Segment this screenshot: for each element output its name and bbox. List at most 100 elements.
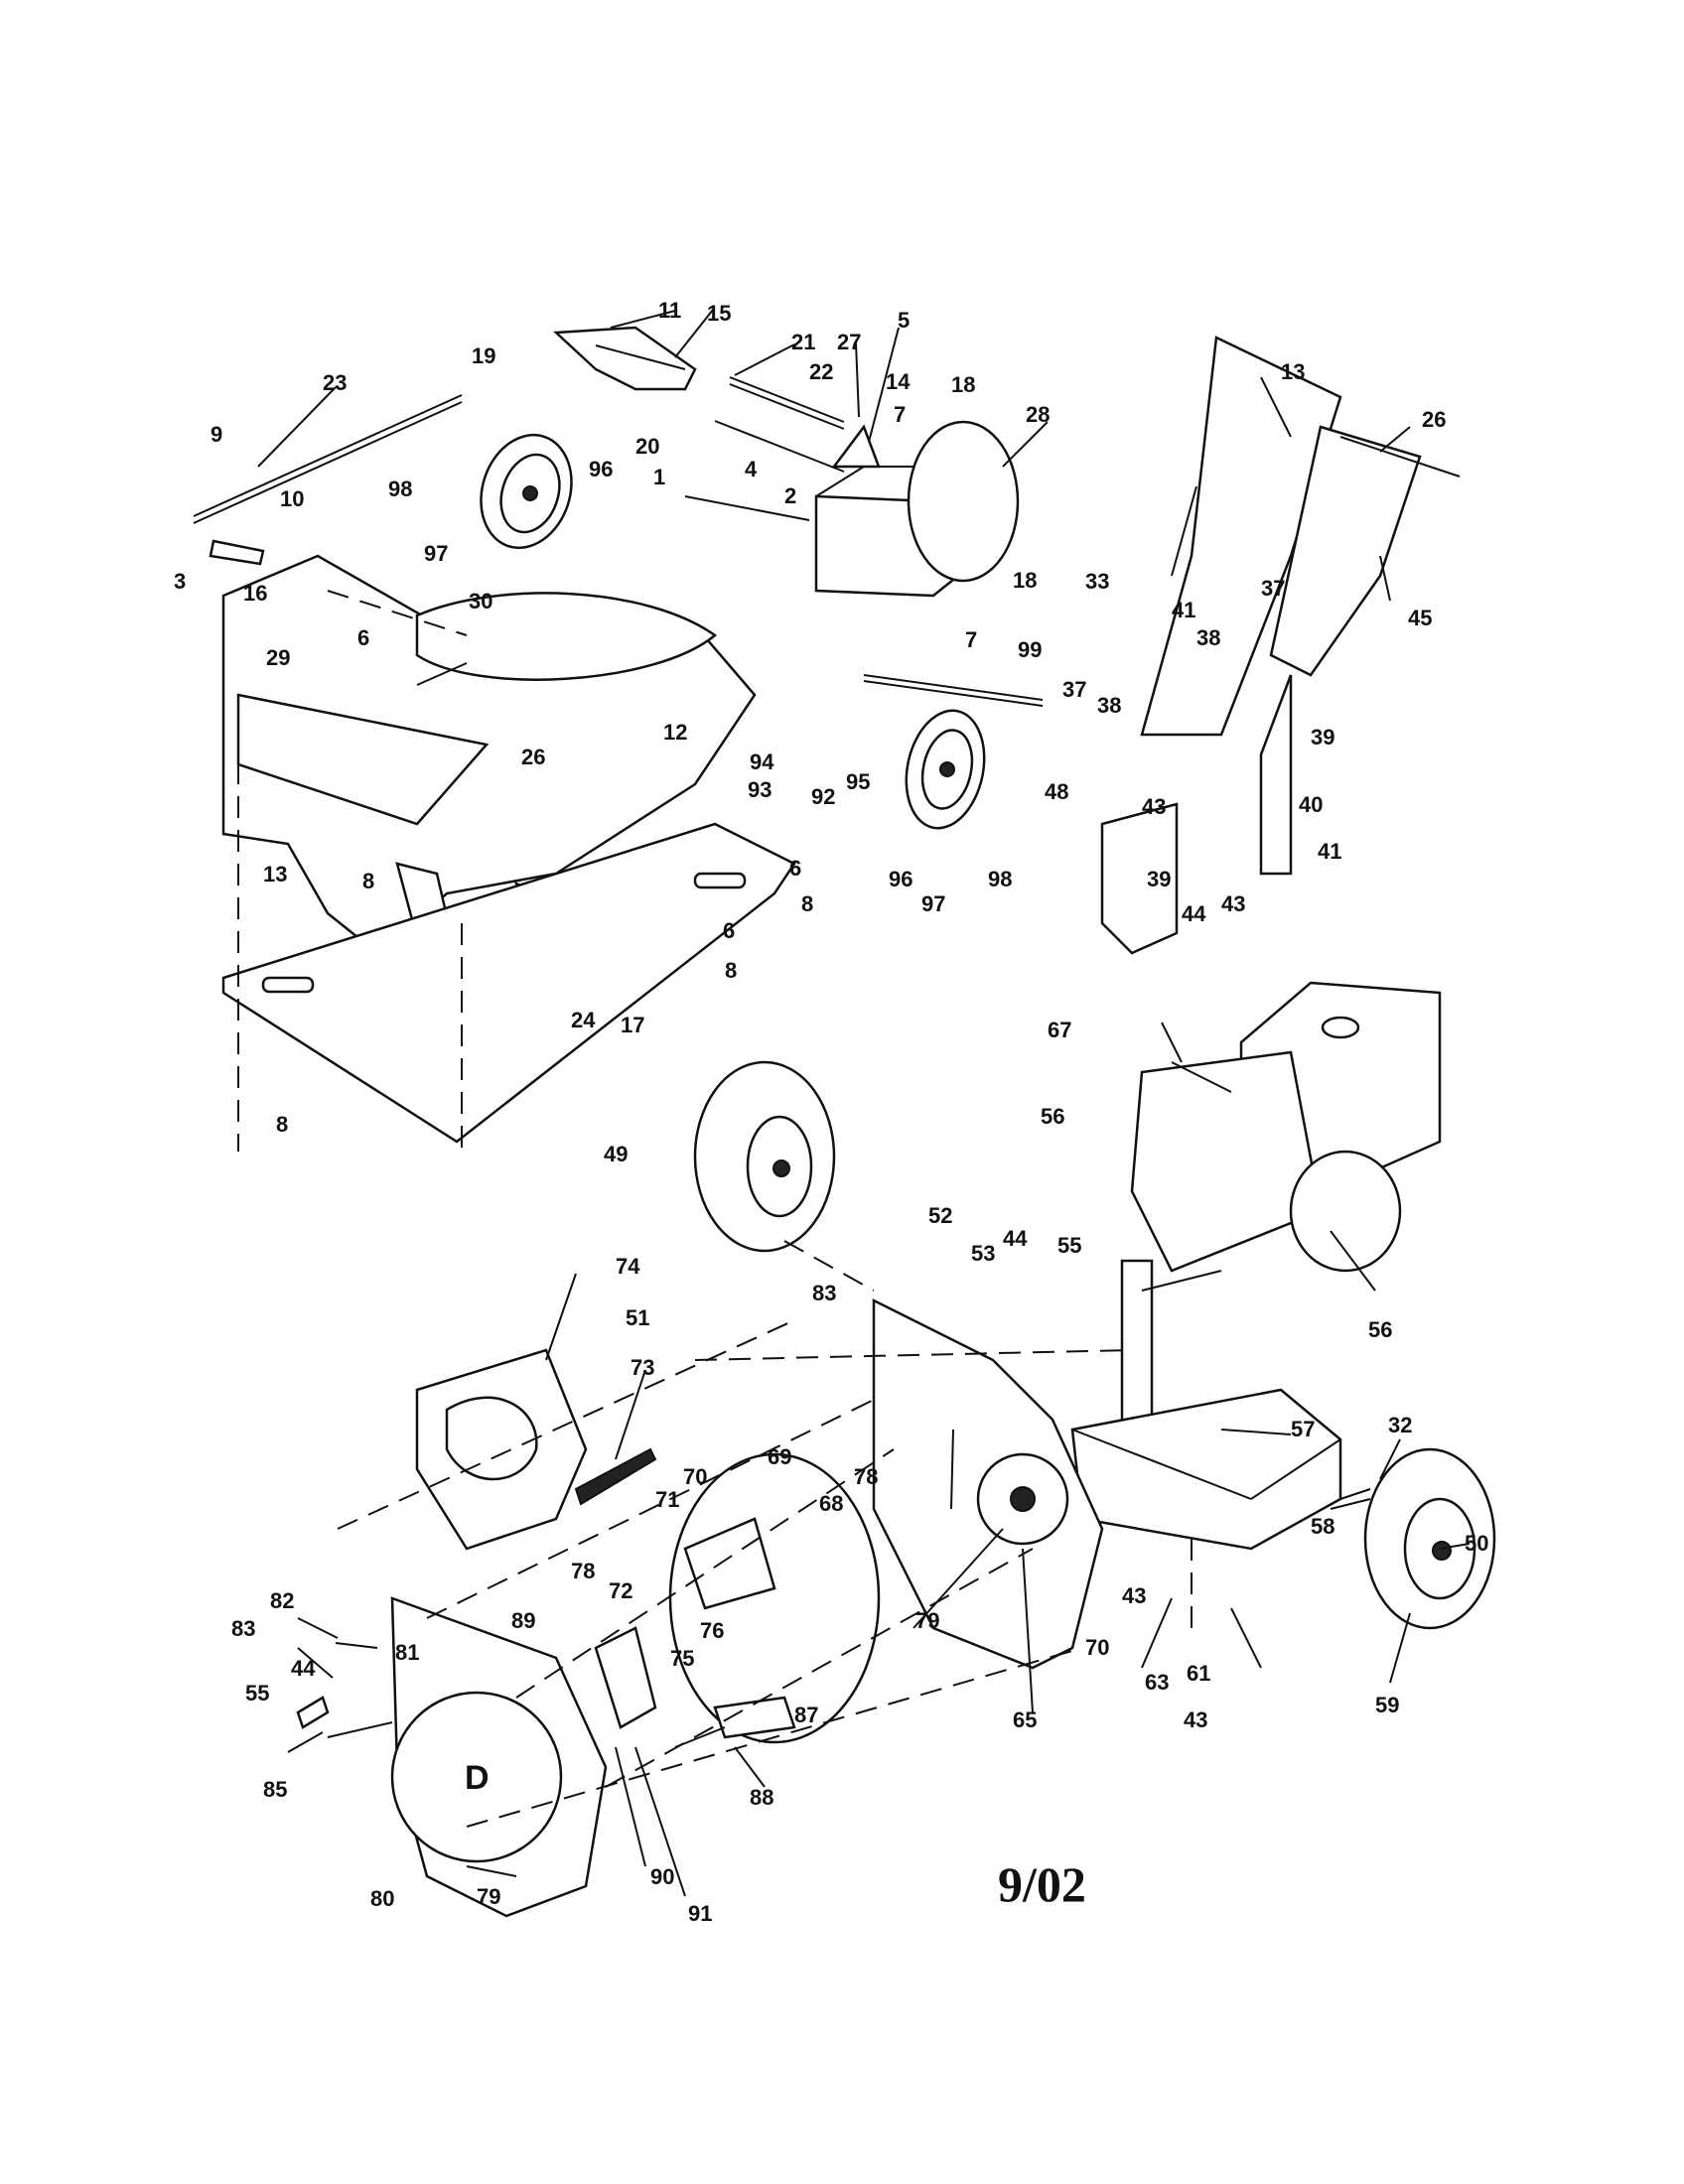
- callout-1: 1: [653, 465, 665, 489]
- callout-6: 6: [357, 625, 369, 650]
- callout-37: 37: [1062, 677, 1086, 702]
- callout-6: 6: [723, 918, 735, 943]
- callout-88: 88: [750, 1785, 773, 1810]
- callout-40: 40: [1299, 792, 1323, 817]
- callout-43: 43: [1184, 1707, 1207, 1732]
- alignment-lines: [237, 590, 1193, 1788]
- callout-76: 76: [700, 1618, 724, 1643]
- callout-6: 6: [789, 856, 801, 881]
- callout-59: 59: [1375, 1693, 1399, 1717]
- callout-43: 43: [1142, 794, 1166, 819]
- callout-83: 83: [812, 1281, 836, 1305]
- engine: [1120, 981, 1442, 1432]
- callout-98: 98: [988, 867, 1012, 891]
- callout-10: 10: [280, 486, 304, 511]
- revision-date: 9/02: [998, 1856, 1086, 1912]
- callout-9: 9: [210, 422, 222, 447]
- callout-38: 38: [1196, 625, 1220, 650]
- callout-8: 8: [362, 869, 374, 893]
- callout-41: 41: [1318, 839, 1341, 864]
- callout-91: 91: [688, 1901, 712, 1926]
- callout-44: 44: [1003, 1226, 1028, 1251]
- callout-70: 70: [1085, 1635, 1109, 1660]
- callout-81: 81: [395, 1640, 419, 1665]
- callout-99: 99: [1018, 637, 1042, 662]
- callout-69: 69: [768, 1444, 791, 1469]
- callout-14: 14: [886, 369, 911, 394]
- callout-78: 78: [571, 1559, 595, 1583]
- callout-37: 37: [1261, 576, 1285, 601]
- callout-44: 44: [1182, 901, 1206, 926]
- callout-16: 16: [243, 581, 267, 606]
- callout-79: 79: [477, 1884, 500, 1909]
- callout-17: 17: [621, 1013, 644, 1037]
- callout-53: 53: [971, 1241, 995, 1266]
- callout-96: 96: [889, 867, 912, 891]
- callout-30: 30: [469, 589, 492, 614]
- callout-89: 89: [511, 1608, 535, 1633]
- callout-50: 50: [1465, 1531, 1488, 1556]
- callout-57: 57: [1291, 1417, 1315, 1441]
- callout-45: 45: [1408, 606, 1432, 630]
- callout-24: 24: [571, 1008, 596, 1032]
- callout-56: 56: [1368, 1317, 1392, 1342]
- callout-58: 58: [1311, 1514, 1334, 1539]
- callout-67: 67: [1048, 1018, 1071, 1042]
- callout-18: 18: [1013, 568, 1037, 593]
- housing-letter: D: [465, 1759, 490, 1797]
- callout-7: 7: [965, 627, 977, 652]
- callout-82: 82: [270, 1588, 294, 1613]
- callout-94: 94: [750, 750, 774, 774]
- blower-housing-assembly: [296, 1297, 1104, 1918]
- left-wheel: [693, 1060, 836, 1253]
- callout-32: 32: [1388, 1413, 1412, 1437]
- callout-83: 83: [231, 1616, 255, 1641]
- callouts: 11 15 21 27 5 22 14 18 28 13 26 19 23 9 …: [174, 298, 1488, 1926]
- callout-8: 8: [276, 1112, 288, 1137]
- callout-93: 93: [748, 777, 772, 802]
- callout-78: 78: [854, 1464, 878, 1489]
- callout-85: 85: [263, 1777, 287, 1802]
- callout-96: 96: [589, 457, 613, 481]
- callout-39: 39: [1311, 725, 1334, 750]
- callout-33: 33: [1085, 569, 1109, 594]
- callout-20: 20: [635, 434, 659, 459]
- callout-3: 3: [174, 569, 186, 594]
- callout-13: 13: [263, 862, 287, 887]
- callout-18: 18: [951, 372, 975, 397]
- callout-7: 7: [894, 402, 906, 427]
- callout-75: 75: [670, 1646, 694, 1671]
- callout-97: 97: [424, 541, 448, 566]
- callout-22: 22: [809, 359, 833, 384]
- callout-26: 26: [521, 745, 545, 769]
- callout-73: 73: [631, 1355, 654, 1380]
- callout-87: 87: [794, 1703, 818, 1727]
- callout-72: 72: [609, 1578, 632, 1603]
- callout-79: 79: [915, 1608, 939, 1633]
- callout-68: 68: [819, 1491, 843, 1516]
- callout-38: 38: [1097, 693, 1121, 718]
- callout-55: 55: [1057, 1233, 1081, 1258]
- callout-13: 13: [1281, 359, 1305, 384]
- callout-5: 5: [898, 308, 910, 333]
- callout-92: 92: [811, 784, 835, 809]
- callout-44: 44: [291, 1656, 316, 1681]
- callout-12: 12: [663, 720, 687, 745]
- callout-80: 80: [370, 1886, 394, 1911]
- callout-55: 55: [245, 1681, 269, 1706]
- callout-2: 2: [784, 483, 796, 508]
- callout-71: 71: [655, 1487, 679, 1512]
- callout-11: 11: [658, 298, 681, 323]
- leader-lines: [257, 309, 1471, 1897]
- callout-90: 90: [650, 1864, 674, 1889]
- callout-21: 21: [791, 330, 815, 354]
- callout-70: 70: [683, 1464, 707, 1489]
- callout-56: 56: [1041, 1104, 1064, 1129]
- callout-95: 95: [846, 769, 870, 794]
- callout-4: 4: [745, 457, 758, 481]
- callout-27: 27: [837, 330, 861, 354]
- callout-65: 65: [1013, 1707, 1037, 1732]
- callout-49: 49: [604, 1142, 628, 1166]
- callout-43: 43: [1221, 891, 1245, 916]
